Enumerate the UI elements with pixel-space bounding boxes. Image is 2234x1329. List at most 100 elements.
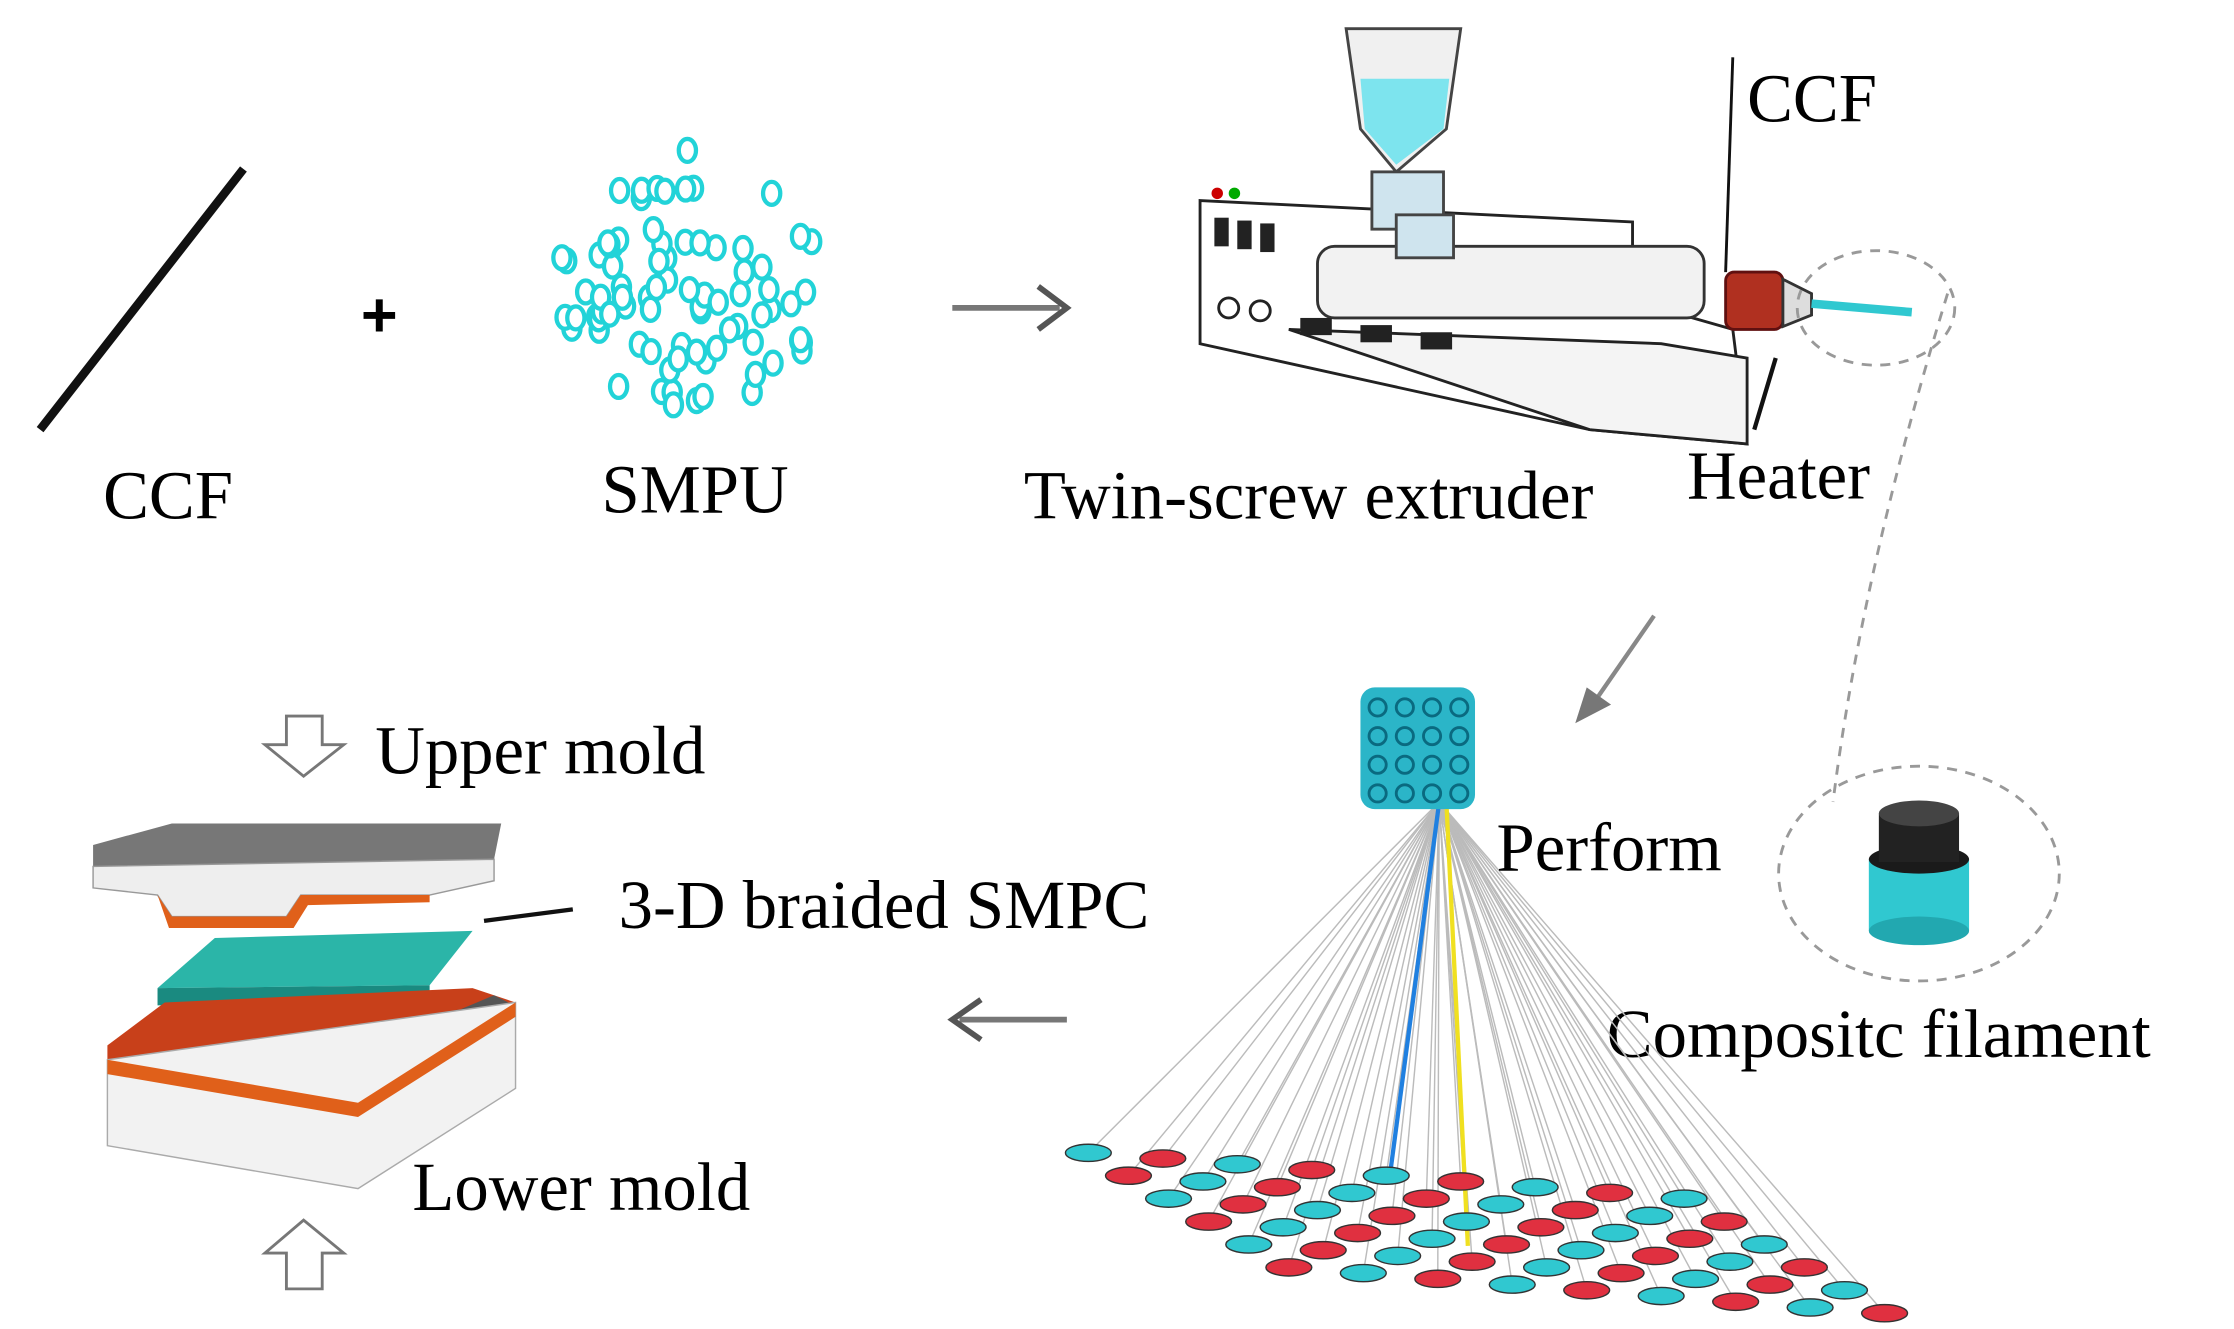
yarn-carrier bbox=[1482, 1235, 1531, 1254]
yarn-carrier bbox=[1339, 1263, 1387, 1283]
yarn-carrier bbox=[1522, 1258, 1571, 1277]
yarn bbox=[1438, 801, 1771, 1285]
arrow-right-icon bbox=[952, 284, 1072, 332]
yarn bbox=[1351, 801, 1440, 1194]
yarn-carrier bbox=[1860, 1303, 1909, 1323]
yarn-carrier bbox=[1437, 1172, 1485, 1191]
pellet bbox=[760, 179, 783, 207]
plus-sign: + bbox=[361, 281, 398, 351]
pellet bbox=[751, 253, 773, 281]
yarn bbox=[1438, 801, 1805, 1268]
yarn bbox=[1311, 801, 1440, 1171]
yarn bbox=[1248, 801, 1440, 1245]
pellet bbox=[685, 338, 708, 366]
yarn bbox=[1438, 801, 1697, 1280]
yarn-carrier bbox=[1631, 1246, 1680, 1266]
label-braided-smpc: 3-D braided SMPC bbox=[619, 867, 1150, 943]
yarn-carrier bbox=[1666, 1229, 1714, 1249]
yarn-carrier bbox=[1746, 1275, 1794, 1294]
label-ccf-feed: CCF bbox=[1747, 61, 1877, 137]
pellet bbox=[654, 177, 676, 205]
arrow-left-icon bbox=[947, 997, 1067, 1043]
yarn-carrier bbox=[1488, 1275, 1536, 1294]
composite-filament-crosssection bbox=[1868, 800, 1970, 946]
label-smpu: SMPU bbox=[601, 452, 788, 528]
pellet bbox=[733, 258, 756, 286]
yarn-carrier bbox=[1786, 1298, 1834, 1317]
yarn-carrier bbox=[1591, 1223, 1639, 1243]
yarn bbox=[1438, 801, 1811, 1308]
pellet bbox=[707, 288, 729, 316]
yarn-carrier bbox=[1563, 1280, 1611, 1300]
pellet bbox=[744, 360, 767, 389]
yarn-carrier bbox=[1660, 1189, 1708, 1208]
label-heater: Heater bbox=[1687, 437, 1870, 513]
yarn bbox=[1438, 801, 1576, 1211]
yarn bbox=[1202, 801, 1440, 1182]
pellet bbox=[678, 275, 701, 304]
magnifier-circle-small bbox=[1795, 249, 1957, 367]
pellet bbox=[676, 136, 699, 164]
yarn-carrier bbox=[1374, 1246, 1422, 1266]
yarn-carrier bbox=[1179, 1172, 1227, 1191]
yarn-carrier bbox=[1706, 1252, 1754, 1271]
pellet bbox=[692, 382, 714, 411]
pellet bbox=[789, 326, 812, 354]
yarn-carrier bbox=[1362, 1166, 1410, 1186]
yarn-carrier bbox=[1511, 1177, 1559, 1197]
smpu-pellets bbox=[551, 136, 823, 419]
yarn bbox=[1438, 801, 1611, 1194]
upper-mold bbox=[92, 823, 502, 928]
pellet bbox=[689, 229, 711, 257]
yarn bbox=[1438, 801, 1737, 1303]
yarn-carrier bbox=[1104, 1166, 1153, 1186]
pellet bbox=[565, 304, 587, 332]
label-upper-mold: Upper mold bbox=[375, 712, 705, 788]
yarn bbox=[1087, 801, 1440, 1154]
yarn-blue bbox=[1386, 801, 1442, 1182]
yarn bbox=[1438, 801, 1582, 1251]
yarn-carrier bbox=[1671, 1269, 1720, 1289]
yarn-carrier bbox=[1402, 1189, 1450, 1208]
yarn-carrier bbox=[1253, 1177, 1302, 1197]
braided-preform bbox=[1360, 687, 1476, 810]
lower-mold bbox=[106, 988, 517, 1190]
magnifier-connector bbox=[1831, 293, 1949, 803]
yarn-carrier bbox=[1442, 1212, 1491, 1231]
pellet bbox=[705, 334, 728, 362]
smpc-leader-line bbox=[483, 907, 574, 923]
yarn bbox=[1322, 801, 1440, 1251]
yarn bbox=[1438, 801, 1651, 1217]
yarn-carrier bbox=[1064, 1143, 1112, 1163]
yarn-carrier bbox=[1408, 1229, 1456, 1249]
pellet bbox=[729, 280, 751, 308]
yarn-carrier bbox=[1740, 1235, 1788, 1254]
pellet bbox=[742, 328, 764, 356]
yarn bbox=[1438, 801, 1685, 1200]
yarn bbox=[1162, 801, 1440, 1159]
pellet bbox=[667, 345, 689, 373]
yarn-carrier bbox=[1557, 1240, 1605, 1260]
yarn bbox=[1356, 801, 1440, 1234]
yarn-carrier bbox=[1139, 1149, 1187, 1168]
yarn bbox=[1438, 801, 1617, 1234]
heater-leader-line bbox=[1752, 357, 1778, 431]
yarn-carrier bbox=[1551, 1200, 1599, 1220]
yarn bbox=[1431, 801, 1440, 1239]
yarn-carrier bbox=[1333, 1223, 1382, 1243]
yarn bbox=[1438, 801, 1846, 1291]
label-lower-mold: Lower mold bbox=[412, 1149, 750, 1225]
pellet bbox=[597, 229, 619, 257]
magnifier-circle-large bbox=[1777, 764, 2061, 983]
yarn-carrier bbox=[1780, 1258, 1829, 1277]
twin-screw-extruder bbox=[1198, 27, 1913, 446]
label-ccf-raw: CCF bbox=[103, 457, 233, 533]
yarn bbox=[1208, 801, 1440, 1222]
pellet bbox=[780, 290, 802, 318]
yarn-carrier bbox=[1597, 1263, 1645, 1283]
pellet bbox=[732, 234, 754, 263]
pellet bbox=[611, 283, 634, 311]
yarn-carrier bbox=[1585, 1183, 1634, 1203]
yarn-carrier bbox=[1265, 1258, 1313, 1277]
